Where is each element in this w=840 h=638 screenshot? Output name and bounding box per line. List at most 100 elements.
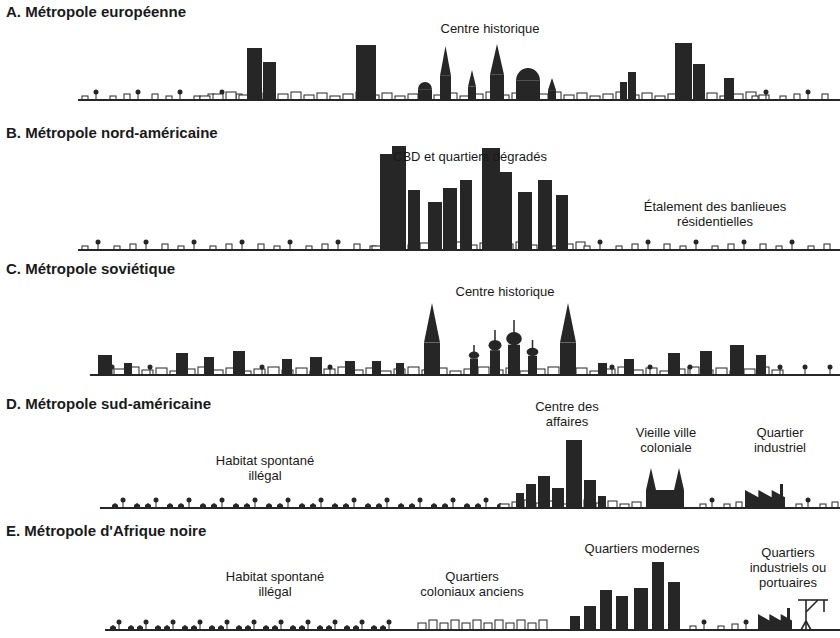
zone-label: Centre des affaires	[531, 400, 603, 430]
onion-spike	[513, 320, 515, 337]
zone-label: Centre historique	[445, 285, 565, 300]
tree-crown	[610, 365, 615, 370]
tower-building	[396, 363, 404, 375]
tree-crown	[710, 498, 715, 503]
low-building	[440, 623, 448, 630]
tree-crown	[702, 620, 707, 625]
ground-line	[78, 249, 840, 251]
tower-building	[98, 355, 112, 375]
dome-top	[418, 82, 432, 89]
ground-line	[90, 374, 840, 376]
tower-building	[500, 172, 512, 250]
low-building	[156, 368, 167, 375]
tree-crown	[306, 620, 311, 625]
low-building	[528, 623, 536, 630]
port-crane	[806, 621, 811, 630]
tree-crown	[121, 498, 126, 503]
port-crane	[823, 600, 825, 612]
tree-crown	[598, 240, 603, 245]
row-title: B. Métropole nord-américaine	[6, 124, 218, 141]
tree-crown	[136, 90, 141, 95]
port-crane	[806, 600, 818, 612]
spire-top	[674, 468, 684, 490]
zone-label: Étalement des banlieues résidentielles	[615, 200, 815, 230]
tree-crown	[418, 498, 423, 503]
tower-building	[204, 357, 214, 375]
zone-label: Quartiers modernes	[567, 542, 717, 557]
tree-crown	[178, 90, 183, 95]
low-building	[291, 92, 301, 100]
low-building	[539, 620, 547, 630]
onion-tower	[528, 356, 537, 375]
tree-crown	[240, 240, 245, 245]
port-crane	[801, 621, 806, 630]
tower-building	[616, 596, 628, 630]
low-building	[462, 623, 470, 630]
tower-building	[552, 488, 564, 508]
tower-building	[176, 353, 188, 375]
tree-crown	[187, 498, 192, 503]
tower-building	[668, 353, 680, 375]
spire-body	[490, 75, 504, 100]
tower-building	[356, 45, 376, 100]
onion-tower	[470, 359, 478, 376]
ground-line	[105, 629, 840, 631]
tree-crown	[336, 240, 341, 245]
low-building	[296, 368, 307, 375]
zone-label: Habitat spontané illégal	[220, 570, 330, 600]
factory-chimney	[780, 484, 783, 508]
ground-line	[100, 507, 840, 509]
factory	[758, 614, 792, 630]
zone-label: Centre historique	[425, 22, 555, 37]
tree-crown	[225, 620, 230, 625]
spire-top	[548, 78, 556, 90]
tower-building	[282, 359, 292, 375]
tree-crown	[387, 620, 392, 625]
tree-crown	[260, 365, 265, 370]
low-building	[473, 620, 481, 630]
onion-tower	[508, 345, 520, 375]
low-building	[716, 368, 727, 375]
spire-top	[424, 303, 440, 343]
tree-crown	[694, 240, 699, 245]
tower-building	[538, 476, 550, 508]
tower-building	[518, 192, 532, 250]
tower-building	[668, 582, 680, 630]
tower-building	[584, 606, 596, 630]
tree-crown	[744, 620, 749, 625]
low-building	[608, 501, 617, 508]
tree-crown	[288, 240, 293, 245]
tower-building	[233, 351, 245, 375]
tree-crown	[333, 620, 338, 625]
tower-building	[628, 72, 636, 100]
tower-building	[634, 588, 648, 630]
tree-crown	[252, 620, 257, 625]
low-building	[642, 93, 652, 100]
church-nave	[656, 490, 674, 508]
tree-crown	[148, 365, 153, 370]
spire-top	[468, 70, 476, 87]
low-building	[420, 243, 429, 250]
tower-building	[675, 43, 692, 100]
tower-building	[700, 351, 712, 375]
tower-building	[380, 154, 392, 250]
onion-tower	[490, 350, 500, 375]
tree-crown	[451, 498, 456, 503]
tower-building	[730, 345, 744, 375]
tree-crown	[806, 90, 811, 95]
low-building	[226, 92, 236, 100]
tower-building	[566, 440, 582, 508]
tree-crown	[806, 498, 811, 503]
tower-building	[345, 361, 355, 375]
low-building	[707, 93, 717, 100]
zone-label: Quartier industriel	[744, 426, 816, 456]
onion-spike	[494, 330, 496, 344]
spire-top	[440, 46, 451, 76]
zone-label: CBD et quartiers dégradés	[370, 150, 570, 165]
spire-body	[674, 490, 684, 508]
dome-body	[516, 81, 540, 100]
spire-top	[560, 303, 576, 343]
tree-crown	[352, 498, 357, 503]
tower-building	[460, 180, 472, 250]
